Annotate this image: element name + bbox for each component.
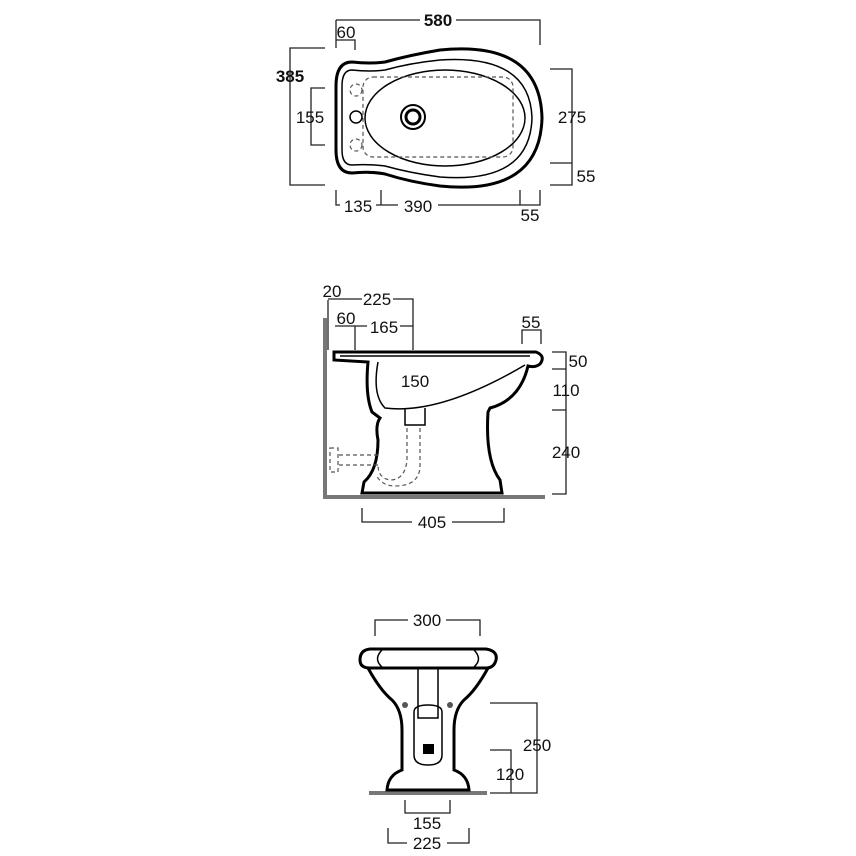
front-view: 300 250 120 155 225 (358, 611, 551, 853)
waste-outer (400, 104, 426, 130)
front-outlet (423, 744, 434, 754)
tap-hole-bottom (349, 138, 363, 152)
dim-225-side: 225 (363, 290, 391, 309)
dim-250: 250 (523, 736, 551, 755)
front-column (417, 668, 439, 719)
dim-580: 580 (424, 11, 452, 30)
tap-hole-top (349, 83, 363, 97)
dim-165: 165 (370, 318, 398, 337)
dim-120: 120 (496, 765, 524, 784)
top-view-outline (334, 47, 544, 189)
dim-390: 390 (404, 197, 432, 216)
dim-50: 50 (569, 352, 588, 371)
bowl-hidden-outline (362, 76, 514, 158)
front-body (365, 666, 491, 792)
dim-275: 275 (558, 108, 586, 127)
front-rim-inner (376, 649, 480, 668)
dim-20: 20 (323, 282, 342, 301)
front-recess (413, 704, 443, 766)
bowl-outline (364, 69, 526, 167)
waste-inner (404, 108, 422, 126)
dim-135: 135 (344, 197, 372, 216)
dim-155-top: 155 (296, 108, 324, 127)
side-waste (404, 408, 426, 426)
dim-60-side: 60 (337, 309, 356, 328)
dim-225-front: 225 (413, 834, 441, 853)
side-body (332, 350, 544, 495)
dim-60-top: 60 (337, 23, 356, 42)
dim-55-side: 55 (522, 313, 541, 332)
dim-385: 385 (276, 67, 304, 86)
wall (323, 318, 545, 499)
top-view: 580 60 385 155 275 55 135 390 55 (276, 11, 596, 225)
front-rim (358, 647, 498, 670)
front-bolt-left (402, 702, 408, 708)
side-view: 20 225 60 165 55 50 110 240 150 405 (323, 282, 588, 532)
dim-55-bottom: 55 (521, 206, 540, 225)
dim-405: 405 (418, 513, 446, 532)
dim-155-front: 155 (413, 814, 441, 833)
dim-110: 110 (552, 381, 579, 400)
dim-55-right: 55 (577, 167, 596, 186)
tap-hole-center (349, 110, 363, 124)
dim-150: 150 (401, 372, 429, 391)
dim-240: 240 (552, 443, 580, 462)
side-bowl-inner (375, 361, 526, 410)
top-view-rim (341, 58, 533, 179)
dim-300: 300 (413, 611, 441, 630)
front-bolt-right (447, 702, 453, 708)
